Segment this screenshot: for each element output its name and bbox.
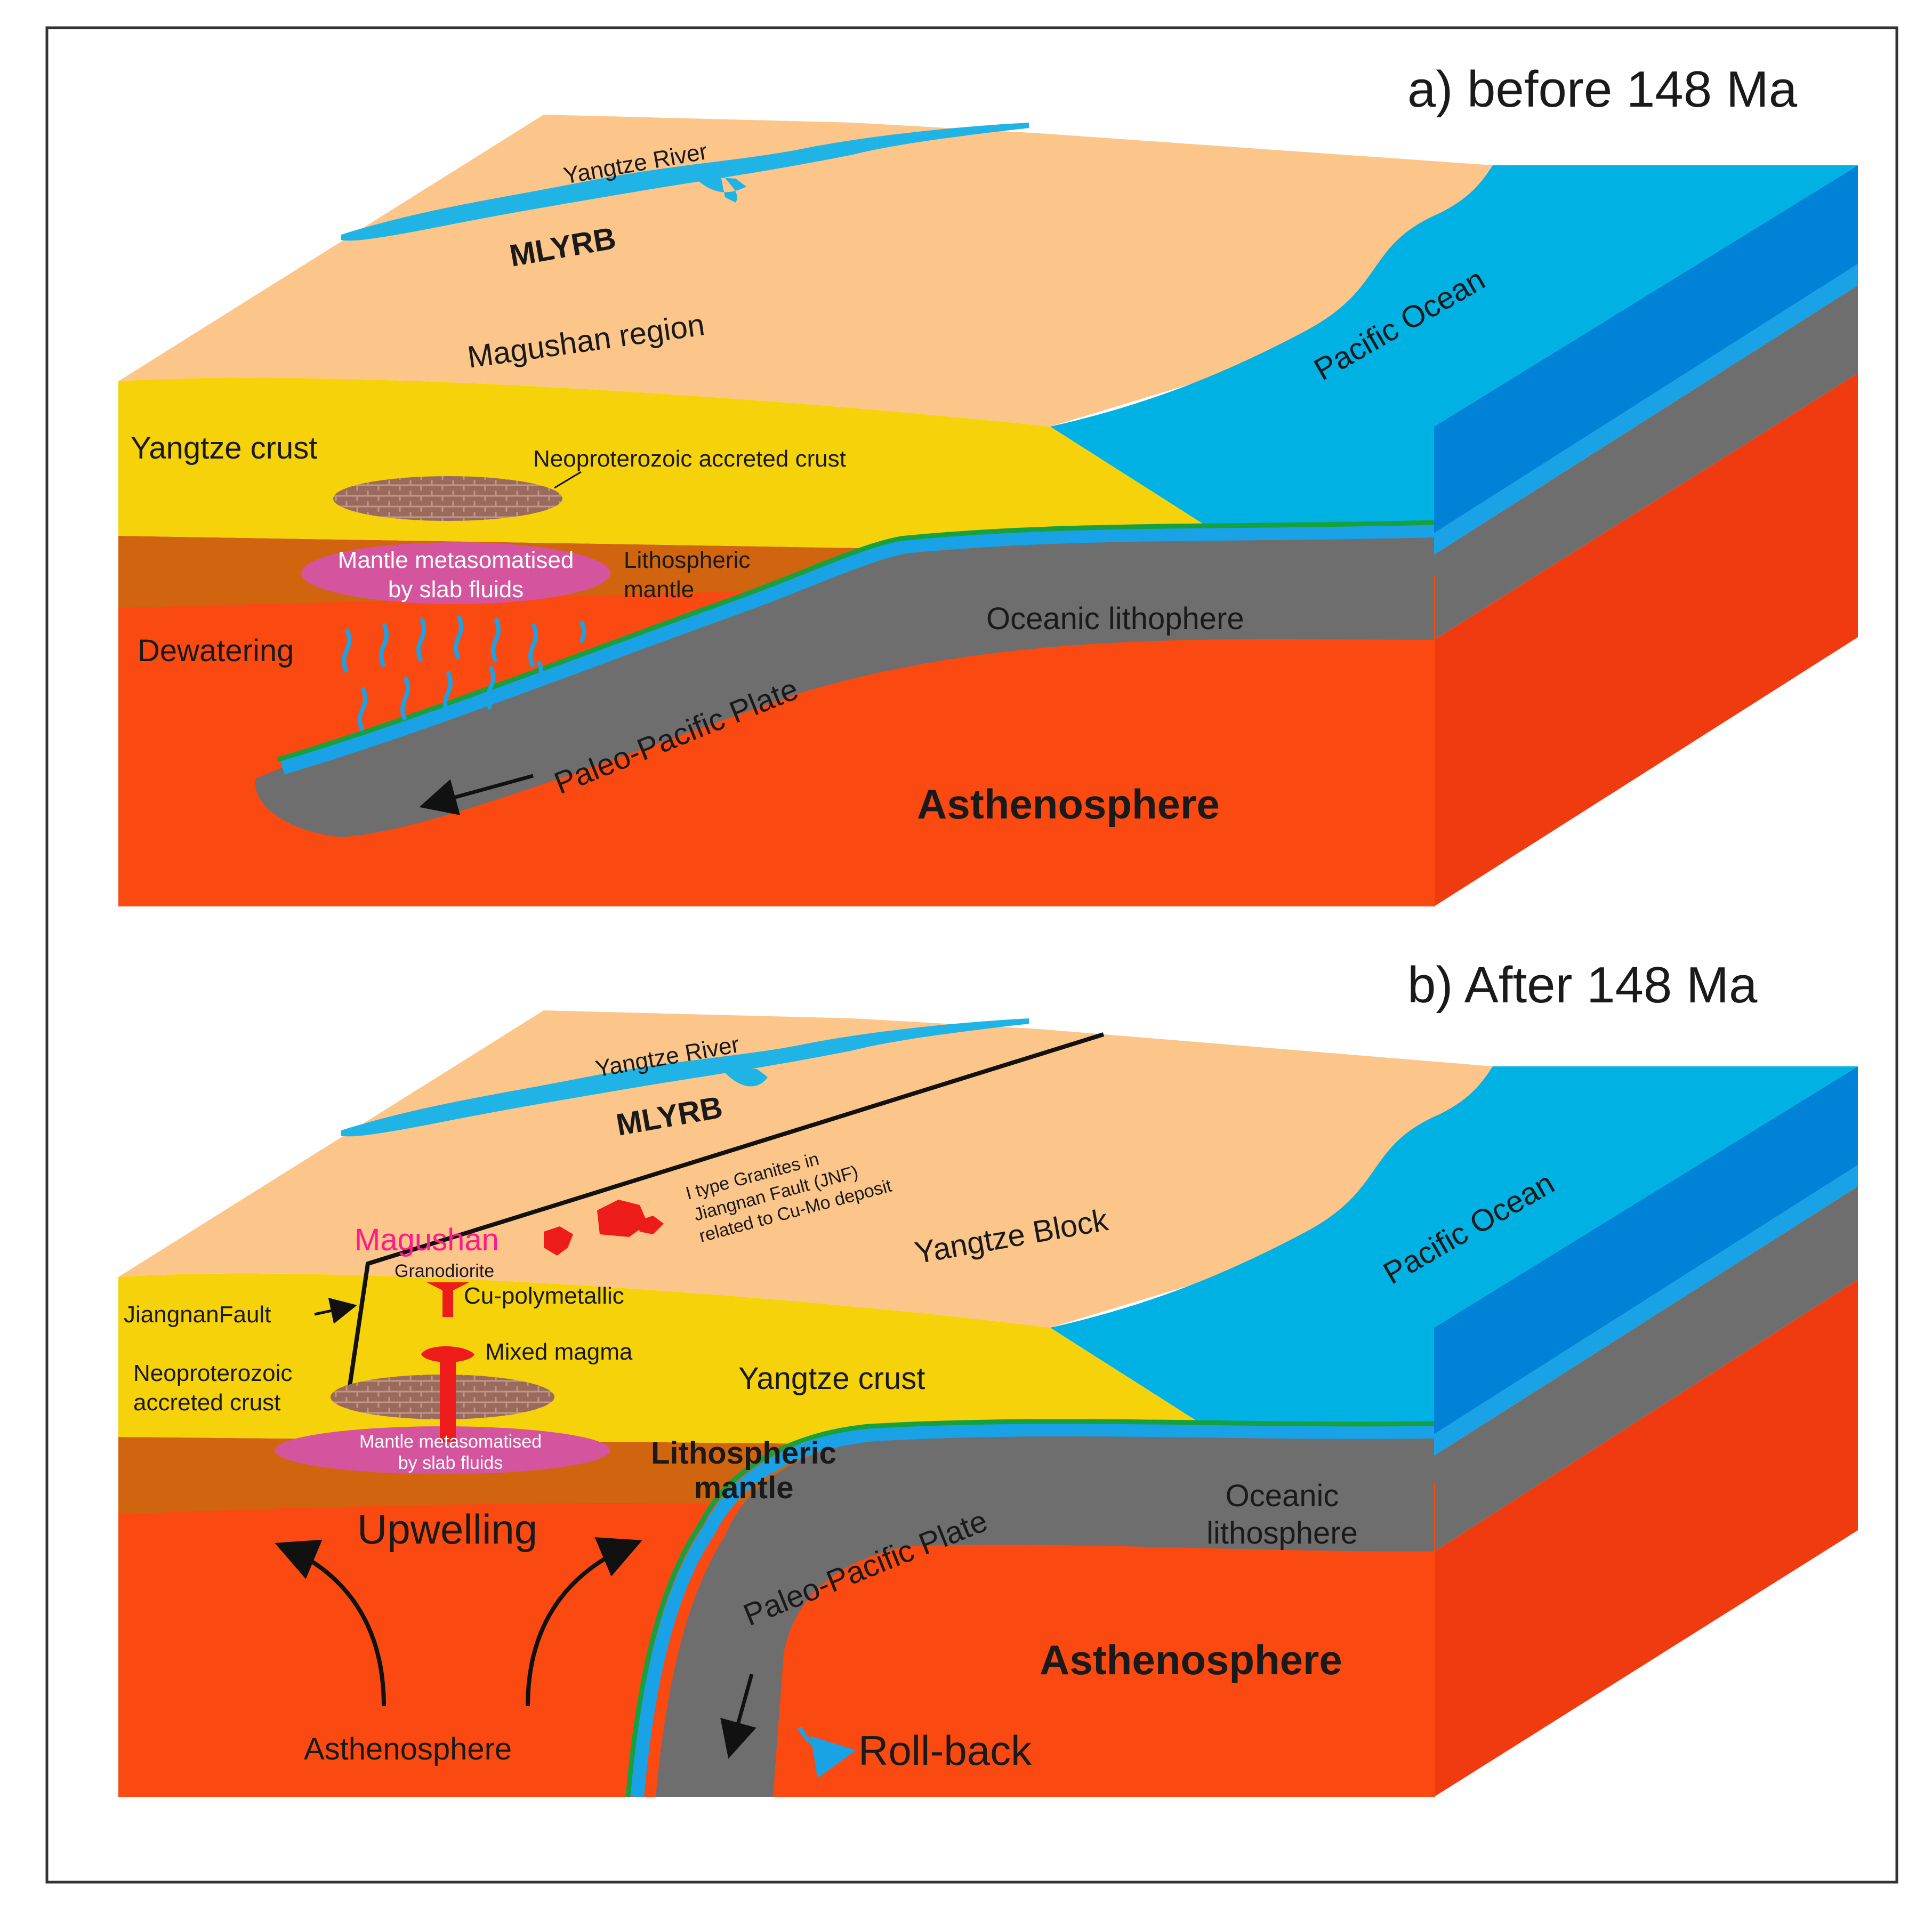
panel-a-side-slab xyxy=(1434,285,1858,640)
panel-b-accreted-label-2: accreted crust xyxy=(133,1389,280,1416)
panel-a-slab-top-green xyxy=(276,520,1435,762)
panel-b-magushan-label: Magushan xyxy=(355,1223,499,1257)
panel-b-oceanic-label-2: lithosphere xyxy=(1206,1516,1358,1551)
panel-a-metasomatised-label-1: Mantle metasomatised xyxy=(338,547,574,573)
panel-b-mixed-label: Mixed magma xyxy=(485,1339,633,1365)
panel-a-ocean-front xyxy=(1050,427,1434,539)
panel-a-title: a) before 148 Ma xyxy=(1407,61,1798,118)
panel-a-side-ocean xyxy=(1434,165,1858,533)
panel-b-ocean-top xyxy=(1050,1066,1858,1328)
panel-b-upwelling-arrow-left xyxy=(275,1539,386,1707)
panel-a: a) before 148 Ma Yangtze River MLYRB Mag… xyxy=(118,61,1858,906)
panel-b-side-ocean xyxy=(1434,1066,1858,1434)
panel-b-side-asthenosphere xyxy=(1434,1280,1858,1797)
panel-b-rollback-label: Roll-back xyxy=(858,1727,1032,1774)
panel-a-slab xyxy=(255,533,1435,837)
panel-b-title: b) After 148 Ma xyxy=(1407,957,1758,1014)
panel-a-crust-label: Yangtze crust xyxy=(131,431,317,465)
panel-a-metasomatised-label-2: by slab fluids xyxy=(388,576,524,602)
panel-a-accreted-label: Neoproterozoic accreted crust xyxy=(533,446,846,472)
panel-b-side-slab-blue xyxy=(1434,1165,1858,1456)
panel-b-cu-label: Cu-polymetallic xyxy=(464,1283,624,1309)
panel-b-rollback-arrow xyxy=(798,1726,856,1778)
panel-b-ocean-front xyxy=(1050,1328,1434,1440)
panel-a-river-meander xyxy=(693,171,746,203)
panel-b-slab-top-blue xyxy=(630,1422,1435,1798)
panel-b-mixed-magma xyxy=(421,1282,474,1442)
panel-b-granite-bodies xyxy=(544,1200,664,1256)
panel-b-litho-mantle-label-1: Lithospheric xyxy=(651,1436,836,1471)
panel-a-ocean-top xyxy=(1050,165,1858,427)
panel-b-metasomatised-label-2: by slab fluids xyxy=(398,1453,503,1473)
panel-a-litho-mantle-label-2: mantle xyxy=(624,576,694,602)
panel-a-side-asthenosphere xyxy=(1434,373,1858,906)
panel-b-fault-leader xyxy=(314,1297,357,1324)
panel-a-side-slab-blue xyxy=(1434,264,1858,555)
panel-a-oceanic-label: Oceanic lithophere xyxy=(986,601,1244,636)
panel-b-granodiorite-label: Granodiorite xyxy=(395,1261,494,1281)
panel-a-dewatering-label: Dewatering xyxy=(138,633,294,668)
panel-b-jiangnan-fault xyxy=(344,1032,1105,1408)
panel-b-slab xyxy=(656,1434,1434,1797)
panel-b-land-top xyxy=(118,1010,1493,1328)
panel-b-metasomatised-label-1: Mantle metasomatised xyxy=(359,1432,542,1452)
panel-a-asthenosphere-label: Asthenosphere xyxy=(917,781,1220,828)
panel-a-slab-top-blue xyxy=(280,524,1435,775)
panel-b-crust-label: Yangtze crust xyxy=(738,1361,925,1396)
panel-b-accreted-label-1: Neoproterozoic xyxy=(133,1360,292,1386)
panel-a-dewatering-marks xyxy=(342,615,586,732)
panel-a-accreted-leader xyxy=(554,471,582,489)
panel-b-asthenosphere-left-label: Asthenosphere xyxy=(304,1732,512,1766)
panel-b: b) After 148 Ma Yangtze River MLYRB I ty… xyxy=(118,957,1858,1798)
panel-b-slab-top-green xyxy=(625,1419,1435,1797)
panel-a-metasomatised-mantle xyxy=(301,542,610,604)
panel-a-accreted-crust xyxy=(333,476,562,521)
panel-b-upwelling-arrow-right xyxy=(526,1537,642,1707)
panel-b-metasomatised-mantle xyxy=(275,1426,610,1474)
panel-b-sinking-arrow xyxy=(720,1674,756,1759)
panel-b-fault-label: JiangnanFault xyxy=(124,1302,271,1328)
panel-a-litho-mantle-label-1: Lithospheric xyxy=(624,547,750,573)
panel-b-river-meander xyxy=(720,1066,768,1087)
panel-b-oceanic-label-1: Oceanic xyxy=(1226,1479,1339,1513)
panel-a-subduction-arrow xyxy=(419,774,534,815)
panel-b-side-slab xyxy=(1434,1186,1858,1552)
panel-b-litho-mantle-label-2: mantle xyxy=(694,1471,794,1505)
panel-b-asthenosphere-right-label: Asthenosphere xyxy=(1040,1636,1342,1683)
panel-b-river xyxy=(341,1018,1029,1137)
panel-a-river xyxy=(341,123,1029,241)
panel-b-upwelling-label: Upwelling xyxy=(357,1506,537,1553)
panel-a-land-top xyxy=(118,115,1493,427)
